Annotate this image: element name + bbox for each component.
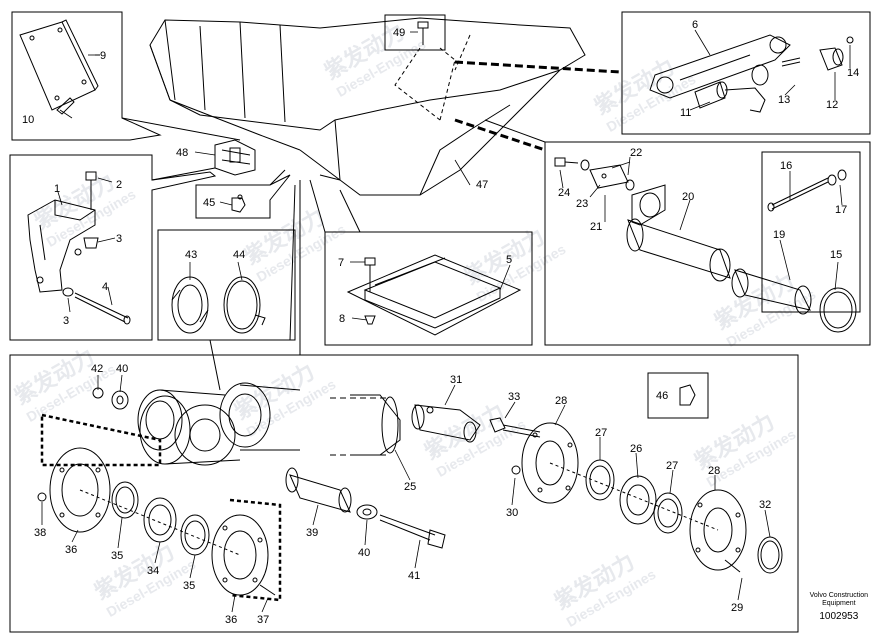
callout-35a: 35: [111, 550, 123, 562]
callout-34: 34: [147, 565, 159, 577]
callout-12: 12: [826, 99, 838, 111]
callout-4: 4: [102, 281, 108, 293]
callout-19: 19: [773, 229, 785, 241]
box-link-6: [621, 11, 871, 135]
callout-36b: 36: [225, 614, 237, 626]
main-housing: [149, 17, 586, 196]
callout-11: 11: [680, 107, 691, 119]
callout-6: 6: [692, 19, 698, 31]
callout-36a: 36: [65, 544, 77, 556]
callout-42: 42: [91, 363, 103, 375]
callout-26: 26: [630, 443, 642, 455]
callout-33: 33: [508, 391, 520, 403]
callout-labels: 9 10 48 1 2 3 4 3 45 49 47 6 11 13 12 14…: [22, 19, 859, 626]
callout-16: 16: [780, 160, 792, 172]
callout-27b: 27: [666, 460, 678, 472]
callout-10: 10: [22, 114, 34, 126]
callout-5: 5: [506, 254, 512, 266]
callout-46: 46: [656, 390, 668, 402]
callout-48: 48: [176, 147, 188, 159]
callout-13: 13: [778, 94, 790, 106]
callout-40a: 40: [116, 363, 128, 375]
box-pin-20: [544, 141, 871, 346]
callout-17: 17: [835, 204, 847, 216]
callout-3a: 3: [116, 233, 122, 245]
box-seals-43: [157, 229, 296, 341]
box-bracket-1: [9, 154, 217, 341]
credit-block: Volvo Construction Equipment 1002953: [810, 592, 868, 623]
callout-45: 45: [203, 197, 215, 209]
callout-8: 8: [339, 313, 345, 325]
callout-31: 31: [450, 374, 462, 386]
callout-28b: 28: [708, 465, 720, 477]
connector-lines: [121, 117, 546, 391]
box-roller-assembly: [9, 354, 799, 633]
bracket-48: [214, 139, 256, 176]
credit-line1: Volvo Construction: [809, 592, 868, 599]
callout-44: 44: [233, 249, 245, 261]
callout-20: 20: [682, 191, 694, 203]
callout-28a: 28: [555, 395, 567, 407]
callout-40b: 40: [358, 547, 370, 559]
callout-3b: 3: [63, 315, 69, 327]
credit-line2: Equipment: [822, 600, 856, 607]
box-fitting-46: [647, 372, 709, 419]
callout-22: 22: [630, 147, 642, 159]
watermark: 紫发动力 Diesel-Engines 紫发动力 Diesel-Engines …: [10, 19, 819, 630]
callout-41: 41: [408, 570, 420, 582]
callout-37: 37: [257, 614, 269, 626]
callout-24: 24: [558, 187, 570, 199]
callout-21: 21: [590, 221, 602, 233]
callout-9: 9: [100, 50, 106, 62]
callout-30: 30: [506, 507, 518, 519]
callout-47: 47: [476, 179, 488, 191]
label-leaders: [41, 29, 851, 613]
drawing-number: 1002953: [819, 611, 859, 622]
box-cover-5: [324, 231, 533, 346]
callout-38: 38: [34, 527, 46, 539]
callout-49: 49: [393, 27, 405, 39]
callout-27a: 27: [595, 427, 607, 439]
callout-2: 2: [116, 179, 122, 191]
callout-35b: 35: [183, 580, 195, 592]
callout-15: 15: [830, 249, 842, 261]
bold-dashed-leaders: [454, 60, 621, 152]
callout-25: 25: [404, 481, 416, 493]
callout-39: 39: [306, 527, 318, 539]
callout-29: 29: [731, 602, 743, 614]
box-screw-49: [384, 14, 446, 51]
callout-7: 7: [338, 257, 344, 269]
callout-23: 23: [576, 198, 588, 210]
callout-43: 43: [185, 249, 197, 261]
callout-32: 32: [759, 499, 771, 511]
dashed-leaders: [394, 34, 471, 121]
callout-1: 1: [54, 183, 60, 195]
callout-14: 14: [847, 67, 859, 79]
